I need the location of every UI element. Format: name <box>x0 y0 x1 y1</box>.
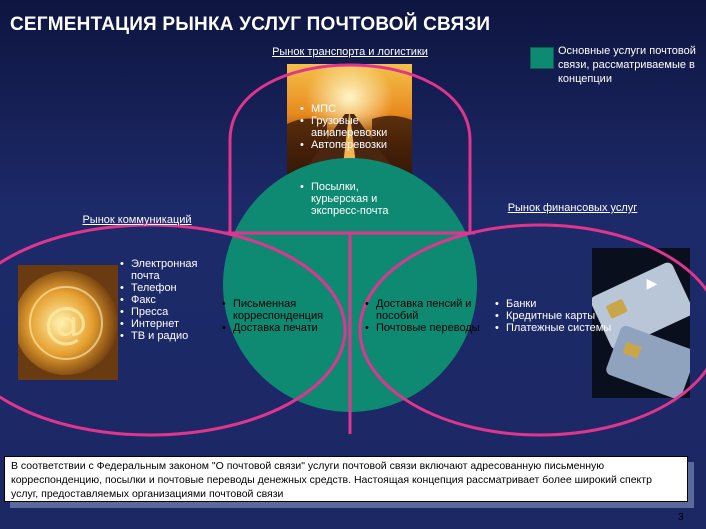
list-item: Пресса <box>120 306 215 318</box>
list-item: ТВ и радио <box>120 330 215 342</box>
communications-market-label: Рынок коммуникаций <box>82 214 192 226</box>
legend-swatch <box>530 47 554 69</box>
list-item: Факс <box>120 294 215 306</box>
page-number: 3 <box>678 512 684 523</box>
parcels-list: Посылки, курьерская и экспресс-почта <box>300 181 410 217</box>
list-item: Банки <box>495 298 615 310</box>
list-item: Кредитные карты <box>495 310 615 322</box>
list-item: Грузовые авиаперевозки <box>300 115 415 139</box>
list-item: Автоперевозки <box>300 139 415 151</box>
transport-outline <box>228 63 472 232</box>
list-item: Почтовые переводы <box>365 322 480 334</box>
law-note: В соответствии с Федеральным законом "О … <box>4 456 688 502</box>
svg-text:▶: ▶ <box>647 276 658 292</box>
list-item: МПС <box>300 103 415 115</box>
list-item: Посылки, курьерская и экспресс-почта <box>300 181 410 217</box>
correspondence-list: Письменная корреспонденция Доставка печа… <box>222 298 337 334</box>
list-item: Телефон <box>120 282 215 294</box>
list-item: Платежные системы <box>495 322 615 334</box>
communications-list: Электронная почта Телефон Факс Пресса Ин… <box>120 258 215 342</box>
communications-outline <box>0 223 347 437</box>
transport-list: МПС Грузовые авиаперевозки Автоперевозки <box>300 103 415 151</box>
page-title: СЕГМЕНТАЦИЯ РЫНКА УСЛУГ ПОЧТОВОЙ СВЯЗИ <box>10 14 491 35</box>
finance-outline <box>358 223 706 437</box>
finance-market-label: Рынок финансовых услуг <box>507 202 638 214</box>
list-item: Письменная корреспонденция <box>222 298 337 322</box>
pensions-list: Доставка пенсий и пособий Почтовые перев… <box>365 298 480 334</box>
svg-text:@: @ <box>44 298 88 349</box>
list-item: Электронная почта <box>120 258 215 282</box>
transport-market-label: Рынок транспорта и логистики <box>272 46 428 58</box>
finance-list: Банки Кредитные карты Платежные системы <box>495 298 615 334</box>
email-photo: @ <box>18 265 118 380</box>
list-item: Доставка пенсий и пособий <box>365 298 480 322</box>
legend-text: Основные услуги почтовой связи, рассматр… <box>558 45 696 85</box>
list-item: Доставка печати <box>222 322 337 334</box>
list-item: Интернет <box>120 318 215 330</box>
